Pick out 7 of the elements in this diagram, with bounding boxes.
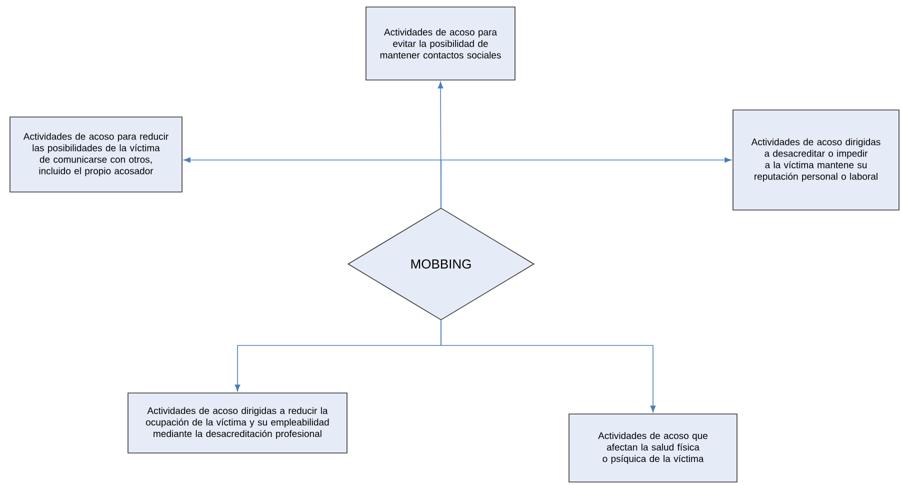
arrow — [440, 320, 656, 412]
process-box: Actividades de acoso que afectan la salud física o psíquica de la víctima — [568, 414, 738, 482]
arrow — [440, 157, 732, 208]
process-box: Actividades de acoso dirigidas a desacreditar o impedir a la víctima mantene su reputación personal o laboral — [732, 110, 900, 210]
process-box: Actividades de acoso para evitar la posibilidad de mantener contactos sociales — [366, 6, 516, 80]
process-box: Actividades de acoso dirigidas a reducir la ocupación de la víctima y su empleabilidad mediante la desacreditación profesional — [128, 392, 348, 454]
process-box: Actividades de acoso para reducir las posibilidades de la víctima de comunicarse con otros, incluido el propio acosador — [10, 116, 182, 192]
